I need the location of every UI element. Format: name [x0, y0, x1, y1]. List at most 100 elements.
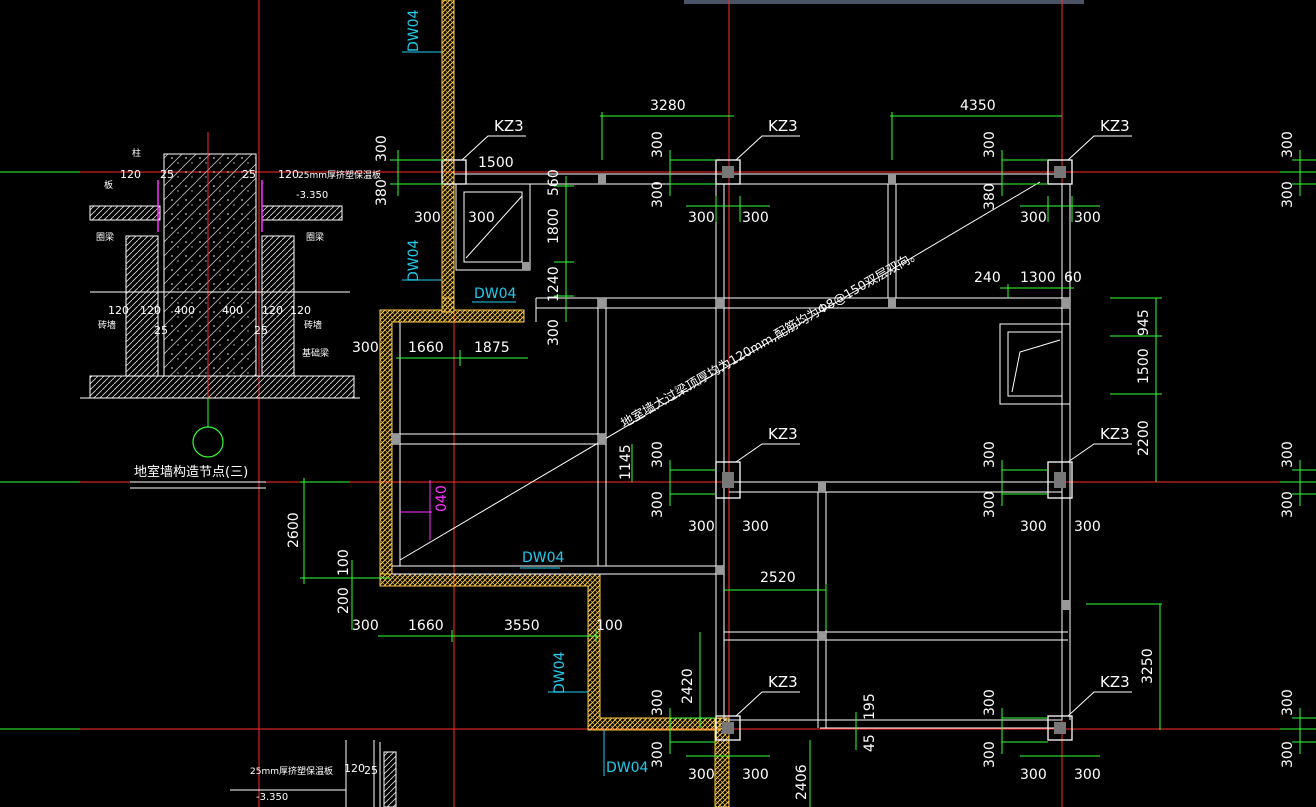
dim-text: 300 [688, 210, 715, 226]
drawing-labels: KZ3 KZ3 KZ3 KZ3 KZ3 KZ3 KZ3 DW04 DW04 DW… [96, 9, 1296, 803]
dim-text: 3550 [504, 618, 540, 634]
dim-text: 300 [650, 689, 666, 716]
wall-label-leaders [402, 51, 605, 776]
dim-text: 300 [742, 767, 769, 783]
dim-text: 300 [1020, 767, 1047, 783]
detail-label-wall: 砖墙 [304, 319, 322, 331]
dim-text: 300 [414, 210, 441, 226]
dim-text: 300 [546, 319, 562, 346]
dim-text: 300 [650, 441, 666, 468]
column-tag: KZ3 [1100, 425, 1130, 443]
exterior-wall-dw04[interactable] [379, 0, 730, 807]
dim-text: 240 [974, 270, 1001, 286]
detail-title: 地室墙构造节点(三) [134, 464, 248, 480]
dim-text: 300 [650, 741, 666, 768]
column-tag: KZ3 [768, 117, 798, 135]
slab-note: 地室墙大过梁顶厚均为120mm,配筋均为Φ8@150双层双向。 [618, 246, 923, 431]
dim-text: 1660 [408, 340, 444, 356]
magenta-marks [400, 480, 432, 540]
column-tag: KZ3 [768, 673, 798, 691]
detail-label-beam: 圈梁 [306, 231, 324, 243]
dim-text: 300 [688, 519, 715, 535]
dim-text: 2420 [680, 668, 696, 704]
dim-text: 2406 [794, 764, 810, 800]
dim-text: 1240 [546, 266, 562, 302]
dim-text: 300 [982, 441, 998, 468]
dim-text: 300 [1074, 767, 1101, 783]
dimension-lines [300, 112, 1316, 807]
column-tag: KZ3 [494, 117, 524, 135]
dim-text: 300 [1280, 441, 1296, 468]
detail-dim: 400 [222, 304, 243, 317]
dim-text: 300 [1280, 131, 1296, 158]
detail-dim: 400 [174, 304, 195, 317]
dim-text: 380 [982, 183, 998, 210]
detail-label-wall: 砖墙 [98, 319, 116, 331]
detail-dim: 25 [242, 168, 256, 181]
dim-text: 300 [352, 618, 379, 634]
column-tag: KZ3 [1100, 117, 1130, 135]
beam-grid [392, 173, 1071, 729]
dim-text: 945 [1136, 309, 1152, 336]
column-leaders [461, 135, 1132, 717]
detail-dim: 25 [154, 324, 168, 337]
beam-joints [392, 174, 1070, 640]
detail-dim: 120 [140, 304, 161, 317]
dim-text: 300 [1280, 181, 1296, 208]
detail-dim: 25 [364, 764, 378, 777]
detail-elevation: -3.350 [296, 190, 328, 201]
wall-label: DW04 [474, 286, 517, 302]
dim-text: 300 [688, 767, 715, 783]
dim-text: 560 [546, 169, 562, 196]
dim-text: 1500 [1136, 348, 1152, 384]
dim-text: 300 [982, 689, 998, 716]
dim-text: 300 [742, 210, 769, 226]
dim-text: 1800 [546, 208, 562, 244]
detail-label-base: 基础梁 [302, 347, 329, 359]
dim-text: 300 [1280, 491, 1296, 518]
dim-text: 1875 [474, 340, 510, 356]
dim-text: 300 [650, 181, 666, 208]
detail-dim: 120 [278, 168, 299, 181]
column-tag: KZ3 [768, 425, 798, 443]
dim-text: 300 [650, 131, 666, 158]
detail-dim: 120 [344, 762, 365, 775]
dim-text: 100 [596, 618, 623, 634]
dim-text: 300 [982, 491, 998, 518]
dim-text: 300 [1280, 689, 1296, 716]
dim-text: 040 [434, 485, 450, 512]
wall-label: DW04 [552, 651, 568, 694]
dim-text: 300 [982, 741, 998, 768]
dim-text: 1500 [478, 155, 514, 171]
dim-text: 300 [650, 491, 666, 518]
detail-dim: 25 [160, 168, 174, 181]
dim-text: 380 [374, 179, 390, 206]
detail-dim: 120 [108, 304, 129, 317]
dim-text: 1660 [408, 618, 444, 634]
detail-dim: 120 [290, 304, 311, 317]
dim-text: 300 [982, 131, 998, 158]
wall-label: DW04 [406, 9, 422, 52]
dim-text: 2600 [286, 512, 302, 548]
detail-elevation: -3.350 [256, 792, 288, 803]
dim-text: 3280 [650, 98, 686, 114]
dim-text: 3250 [1140, 648, 1156, 684]
detail-dim: 25 [254, 324, 268, 337]
wall-label: DW04 [522, 550, 565, 566]
dim-text: 300 [1020, 210, 1047, 226]
dim-text: 300 [742, 519, 769, 535]
dim-text: 300 [1074, 519, 1101, 535]
detail-dim: 120 [120, 168, 141, 181]
dim-text: 200 [336, 587, 352, 614]
dim-text: 2200 [1136, 420, 1152, 456]
column-fills [722, 166, 1066, 734]
detail-dim: 120 [262, 304, 283, 317]
dim-text: 300 [1074, 210, 1101, 226]
detail-label-slab: 板 [104, 179, 113, 191]
top-status-bar [684, 0, 1084, 4]
wall-label: DW04 [406, 239, 422, 282]
bottom-detail-fragment [230, 740, 397, 807]
columns[interactable] [441, 159, 1073, 741]
dim-text: 300 [352, 340, 379, 356]
